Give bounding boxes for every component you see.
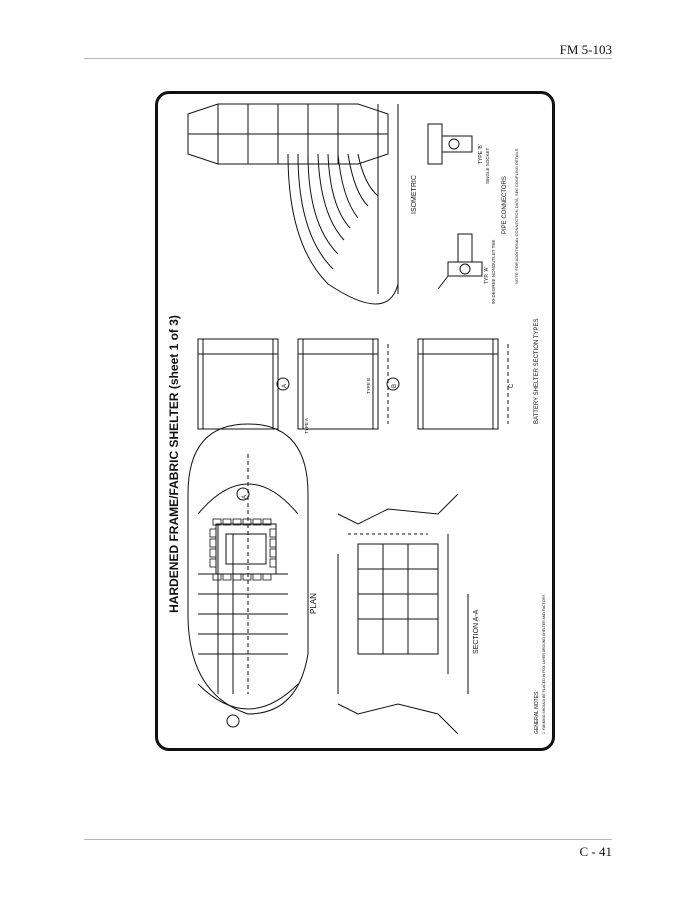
type-a-label: TYPE A <box>304 418 309 434</box>
figure-frame: HARDENED FRAME/FABRIC SHELTER (sheet 1 o… <box>155 91 555 751</box>
type-b-label: TYPE B <box>366 378 371 394</box>
isometric-drawing <box>187 103 399 305</box>
pipe-connectors-label: PIPE CONNECTORS <box>502 176 508 234</box>
footer-rule <box>84 839 612 840</box>
shelter-drawing: HARDENED FRAME/FABRIC SHELTER (sheet 1 o… <box>167 103 546 735</box>
framing-detail-a-label: A <box>282 384 288 388</box>
connector-a-desc: 90-DEGREE NONOUTLET TEE <box>491 240 496 304</box>
type-b-connector-label: TYPE 'B' <box>478 144 484 164</box>
framing-details <box>197 338 509 430</box>
section-drawing <box>337 493 469 735</box>
general-notes-heading: GENERAL NOTES: <box>534 690 540 734</box>
battery-shelter-label: BATTERY SHELTER SECTION TYPES <box>534 319 540 424</box>
framing-detail-c-label: C <box>509 383 515 388</box>
connector-b-desc: SINGLE SOCKET <box>485 147 490 184</box>
page-header-label: FM 5-103 <box>559 42 612 57</box>
header-rule <box>84 58 612 59</box>
general-note-1: 1. FANNING SHOULD BE PLACED IN FOIL LAYE… <box>542 594 546 734</box>
section-label: SECTION A-A <box>473 609 480 654</box>
connector-note: NOTE: FOR ADDITIONAL CONNECTION DATA, SE… <box>514 148 519 284</box>
plan-label: PLAN <box>309 593 318 614</box>
figure-title: HARDENED FRAME/FABRIC SHELTER (sheet 1 o… <box>167 315 181 613</box>
section-marker-a: A <box>242 495 248 499</box>
framing-detail-b-label: B <box>392 384 398 388</box>
plan-drawing <box>187 423 309 728</box>
page-footer-label: C - 41 <box>579 844 613 859</box>
isometric-label: ISOMETRIC <box>411 175 418 214</box>
pipe-connectors <box>427 123 483 290</box>
type-a-connector-label: TYP. 'A' <box>484 267 490 284</box>
